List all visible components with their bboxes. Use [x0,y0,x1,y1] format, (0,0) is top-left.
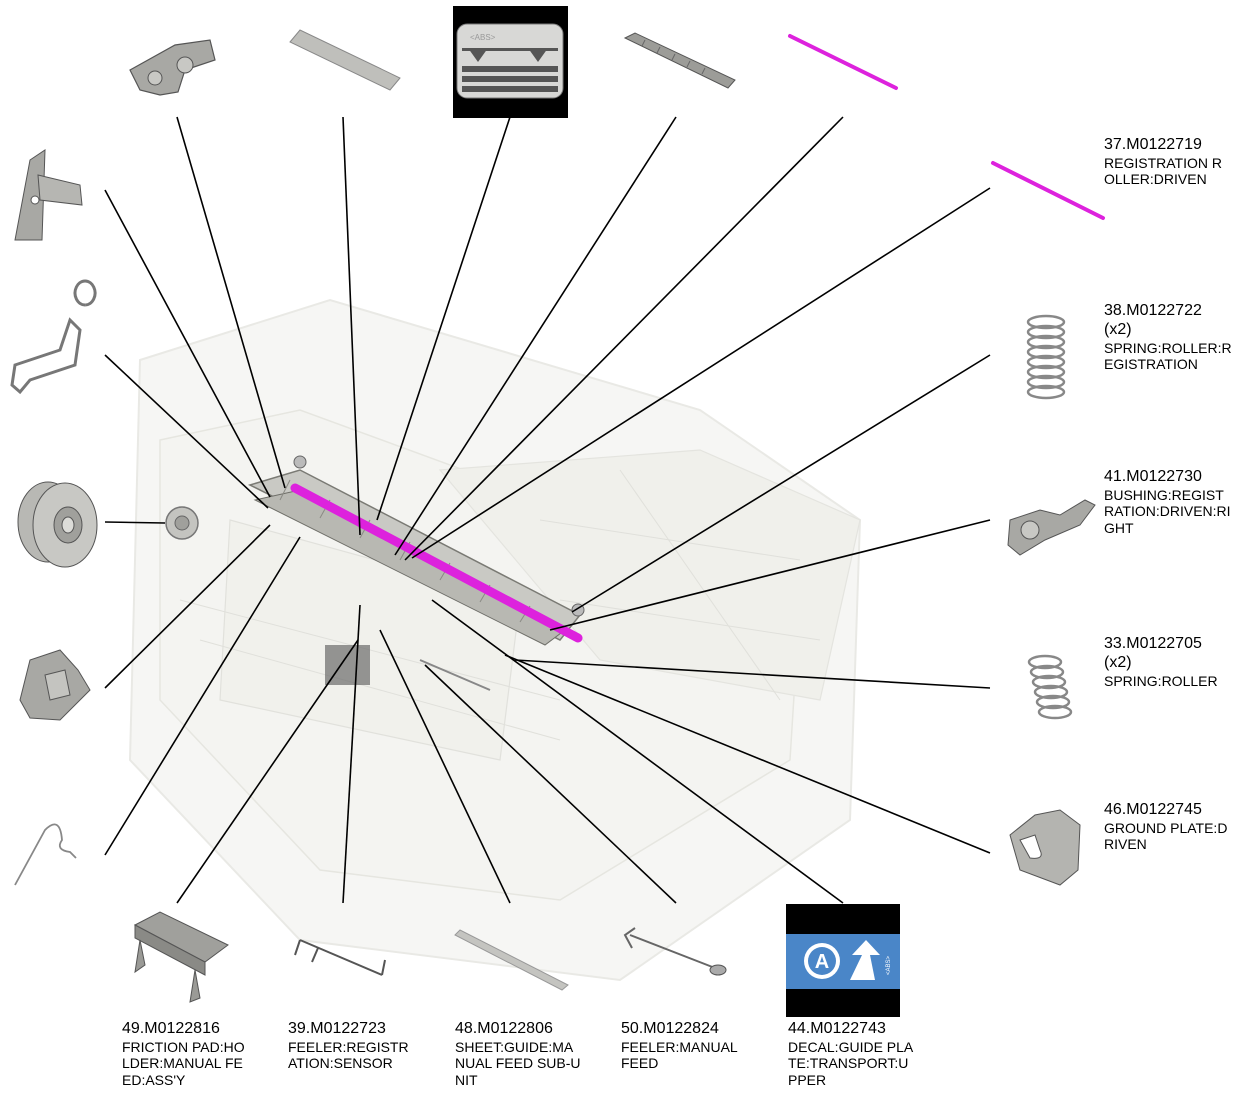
part-number: 41.M0122730 [1104,468,1202,485]
callout-39: 39.M0122723 FEELER:REGISTR ATION:SENSOR [288,1020,409,1072]
registration-roller-driven [991,161,1105,220]
part-number: 48.M0122806 [455,1020,553,1037]
sheet-guide-manual-feed [454,929,569,991]
compression-spring-right [1026,314,1066,400]
feeler-manual-feed [623,927,727,976]
part-number: 38.M0122722 [1104,302,1202,319]
guide-rail-top [623,32,736,89]
friction-pad-holder [133,911,229,1003]
part-name: SPRING:ROLLER [1104,672,1218,689]
callout-48: 48.M0122806 SHEET:GUIDE:MA NUAL FEED SUB… [455,1020,581,1088]
callout-44: 44.M0122743 DECAL:GUIDE PLA TE:TRANSPORT… [788,1020,913,1088]
registration-assembly [165,455,585,691]
callout-46: 46.M0122745 GROUND PLATE:D RIVEN [1104,801,1227,853]
part-quantity: (x2) [1104,320,1132,338]
part-number: 49.M0122816 [122,1020,220,1037]
part-name: SPRING:ROLLER:R EGISTRATION [1104,339,1232,373]
callout-37: 37.M0122719 REGISTRATION R OLLER:DRIVEN [1104,136,1222,188]
small-spring-right [1027,654,1073,720]
bracket-part-top [129,39,216,96]
callout-50: 50.M0122824 FEELER:MANUAL FEED [621,1020,738,1072]
callout-49: 49.M0122816 FRICTION PAD:HO LDER:MANUAL … [122,1020,245,1088]
ground-plate-right [1009,809,1081,886]
bushing-right [1007,499,1096,556]
decal-top-text: <ABS> [470,33,496,42]
part-name: DECAL:GUIDE PLA TE:TRANSPORT:U PPER [788,1038,914,1088]
roller-shaft-top [788,34,898,90]
part-name: FEELER:MANUAL FEED [621,1038,738,1072]
part-number: 46.M0122745 [1104,801,1202,818]
part-number: 39.M0122723 [288,1020,386,1037]
printer-body-ghost [128,298,862,982]
feeler-registration-sensor [294,939,386,976]
callout-38: 38.M0122722 (x2) SPRING:ROLLER:R EGISTRA… [1104,302,1232,373]
part-number: 37.M0122719 [1104,136,1202,153]
plate-bracket-left [14,149,83,241]
registration-roller-installed [290,483,583,643]
part-quantity: (x2) [1104,653,1132,671]
decal-bottom-text: <ABS> [886,955,892,975]
part-name: SHEET:GUIDE:MA NUAL FEED SUB-U NIT [455,1038,581,1088]
part-name: FEELER:REGISTR ATION:SENSOR [288,1038,409,1072]
decal-bottom-letter: A [815,951,829,973]
part-number: 50.M0122824 [621,1020,719,1037]
decal-bottom: A <ABS> [786,904,900,1017]
wire-spring-left [10,279,97,395]
latch-bracket-left [19,649,91,721]
callout-41: 41.M0122730 BUSHING:REGIST RATION:DRIVEN… [1104,468,1231,536]
part-name: FRICTION PAD:HO LDER:MANUAL FE ED:ASS'Y [122,1038,245,1088]
part-number: 44.M0122743 [788,1020,886,1037]
decal-top: <ABS> [453,6,568,118]
part-name: REGISTRATION R OLLER:DRIVEN [1104,154,1222,188]
part-name: GROUND PLATE:D RIVEN [1104,819,1228,853]
gear-pulley-left [17,481,98,568]
leader-lines [104,116,991,904]
part-name: BUSHING:REGIST RATION:DRIVEN:RI GHT [1104,486,1231,536]
part-number: 33.M0122705 [1104,635,1202,652]
torsion-spring-left [14,823,77,886]
callout-33: 33.M0122705 (x2) SPRING:ROLLER [1104,635,1218,689]
guide-strip-top [289,29,401,91]
